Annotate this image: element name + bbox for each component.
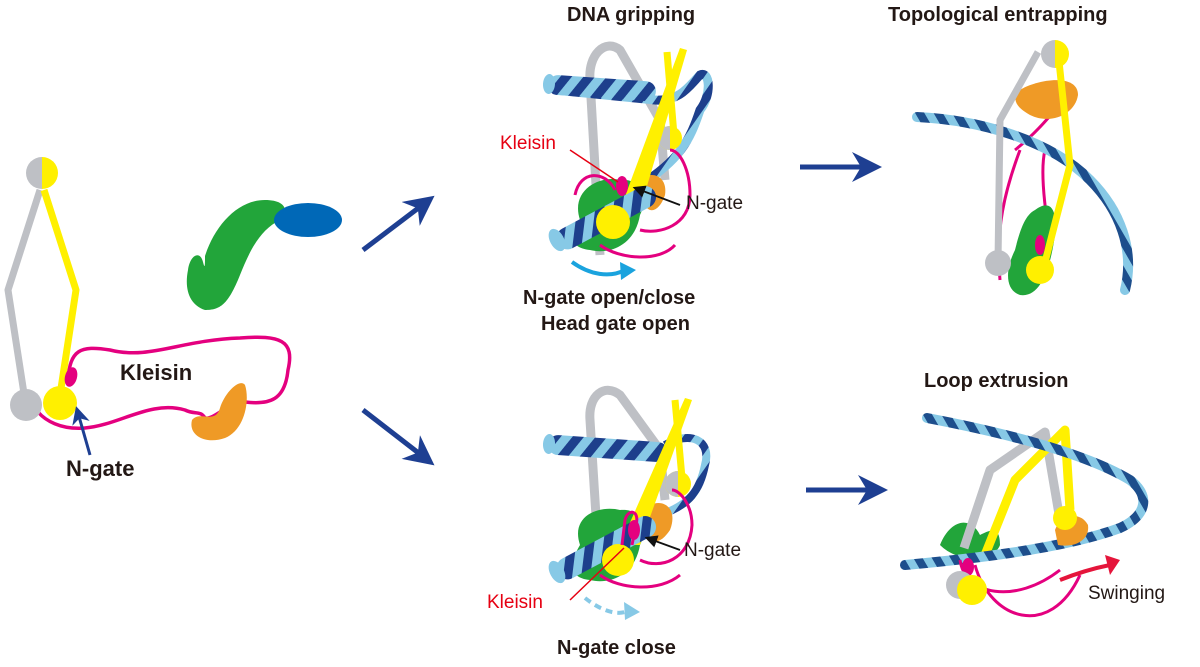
kleisin-n-terminus xyxy=(64,367,78,387)
dna-gripping-ngate-label: N-gate xyxy=(686,193,744,214)
lower-kleisin-label: Kleisin xyxy=(487,592,543,613)
loader-blue xyxy=(274,203,342,237)
dna-gripping-kleisin-label: Kleisin xyxy=(500,133,556,154)
smc-gray-arm xyxy=(4,188,44,401)
dna-gripping-title: DNA gripping xyxy=(567,4,696,26)
initial-kleisin-label: Kleisin xyxy=(120,360,193,385)
arrow-to-dna-gripping xyxy=(361,195,435,252)
topological-entrapping-title: Topological entrapping xyxy=(888,4,1108,26)
loop-extrusion-title: Loop extrusion xyxy=(924,370,1069,392)
loop-extrusion-complex xyxy=(900,413,1149,618)
loader-green xyxy=(186,200,285,310)
topological-entrapping-complex xyxy=(912,40,1133,296)
arrow-to-lower-state xyxy=(361,408,435,466)
initial-ngate-label: N-gate xyxy=(66,456,135,481)
swinging-label: Swinging xyxy=(1088,583,1166,604)
lower-intermediate-complex xyxy=(542,385,711,620)
dna-gripping-caption-line2: Head gate open xyxy=(541,313,690,335)
kleisin-loop xyxy=(36,335,292,430)
initial-complex xyxy=(4,157,342,456)
dna-gripping-caption-line1: N-gate open/close xyxy=(523,287,696,309)
smc-yellow-arm xyxy=(40,188,80,396)
hinge-yellow xyxy=(42,157,58,189)
head-gray xyxy=(10,389,42,421)
dna-gripping-complex xyxy=(542,41,713,280)
ngate-pointer-arrow xyxy=(72,406,92,456)
lower-caption: N-gate close xyxy=(557,637,676,659)
head-yellow xyxy=(43,386,77,420)
lower-ngate-label: N-gate xyxy=(684,540,742,561)
hinge-gray xyxy=(26,157,42,189)
hawk-orange xyxy=(191,383,247,441)
